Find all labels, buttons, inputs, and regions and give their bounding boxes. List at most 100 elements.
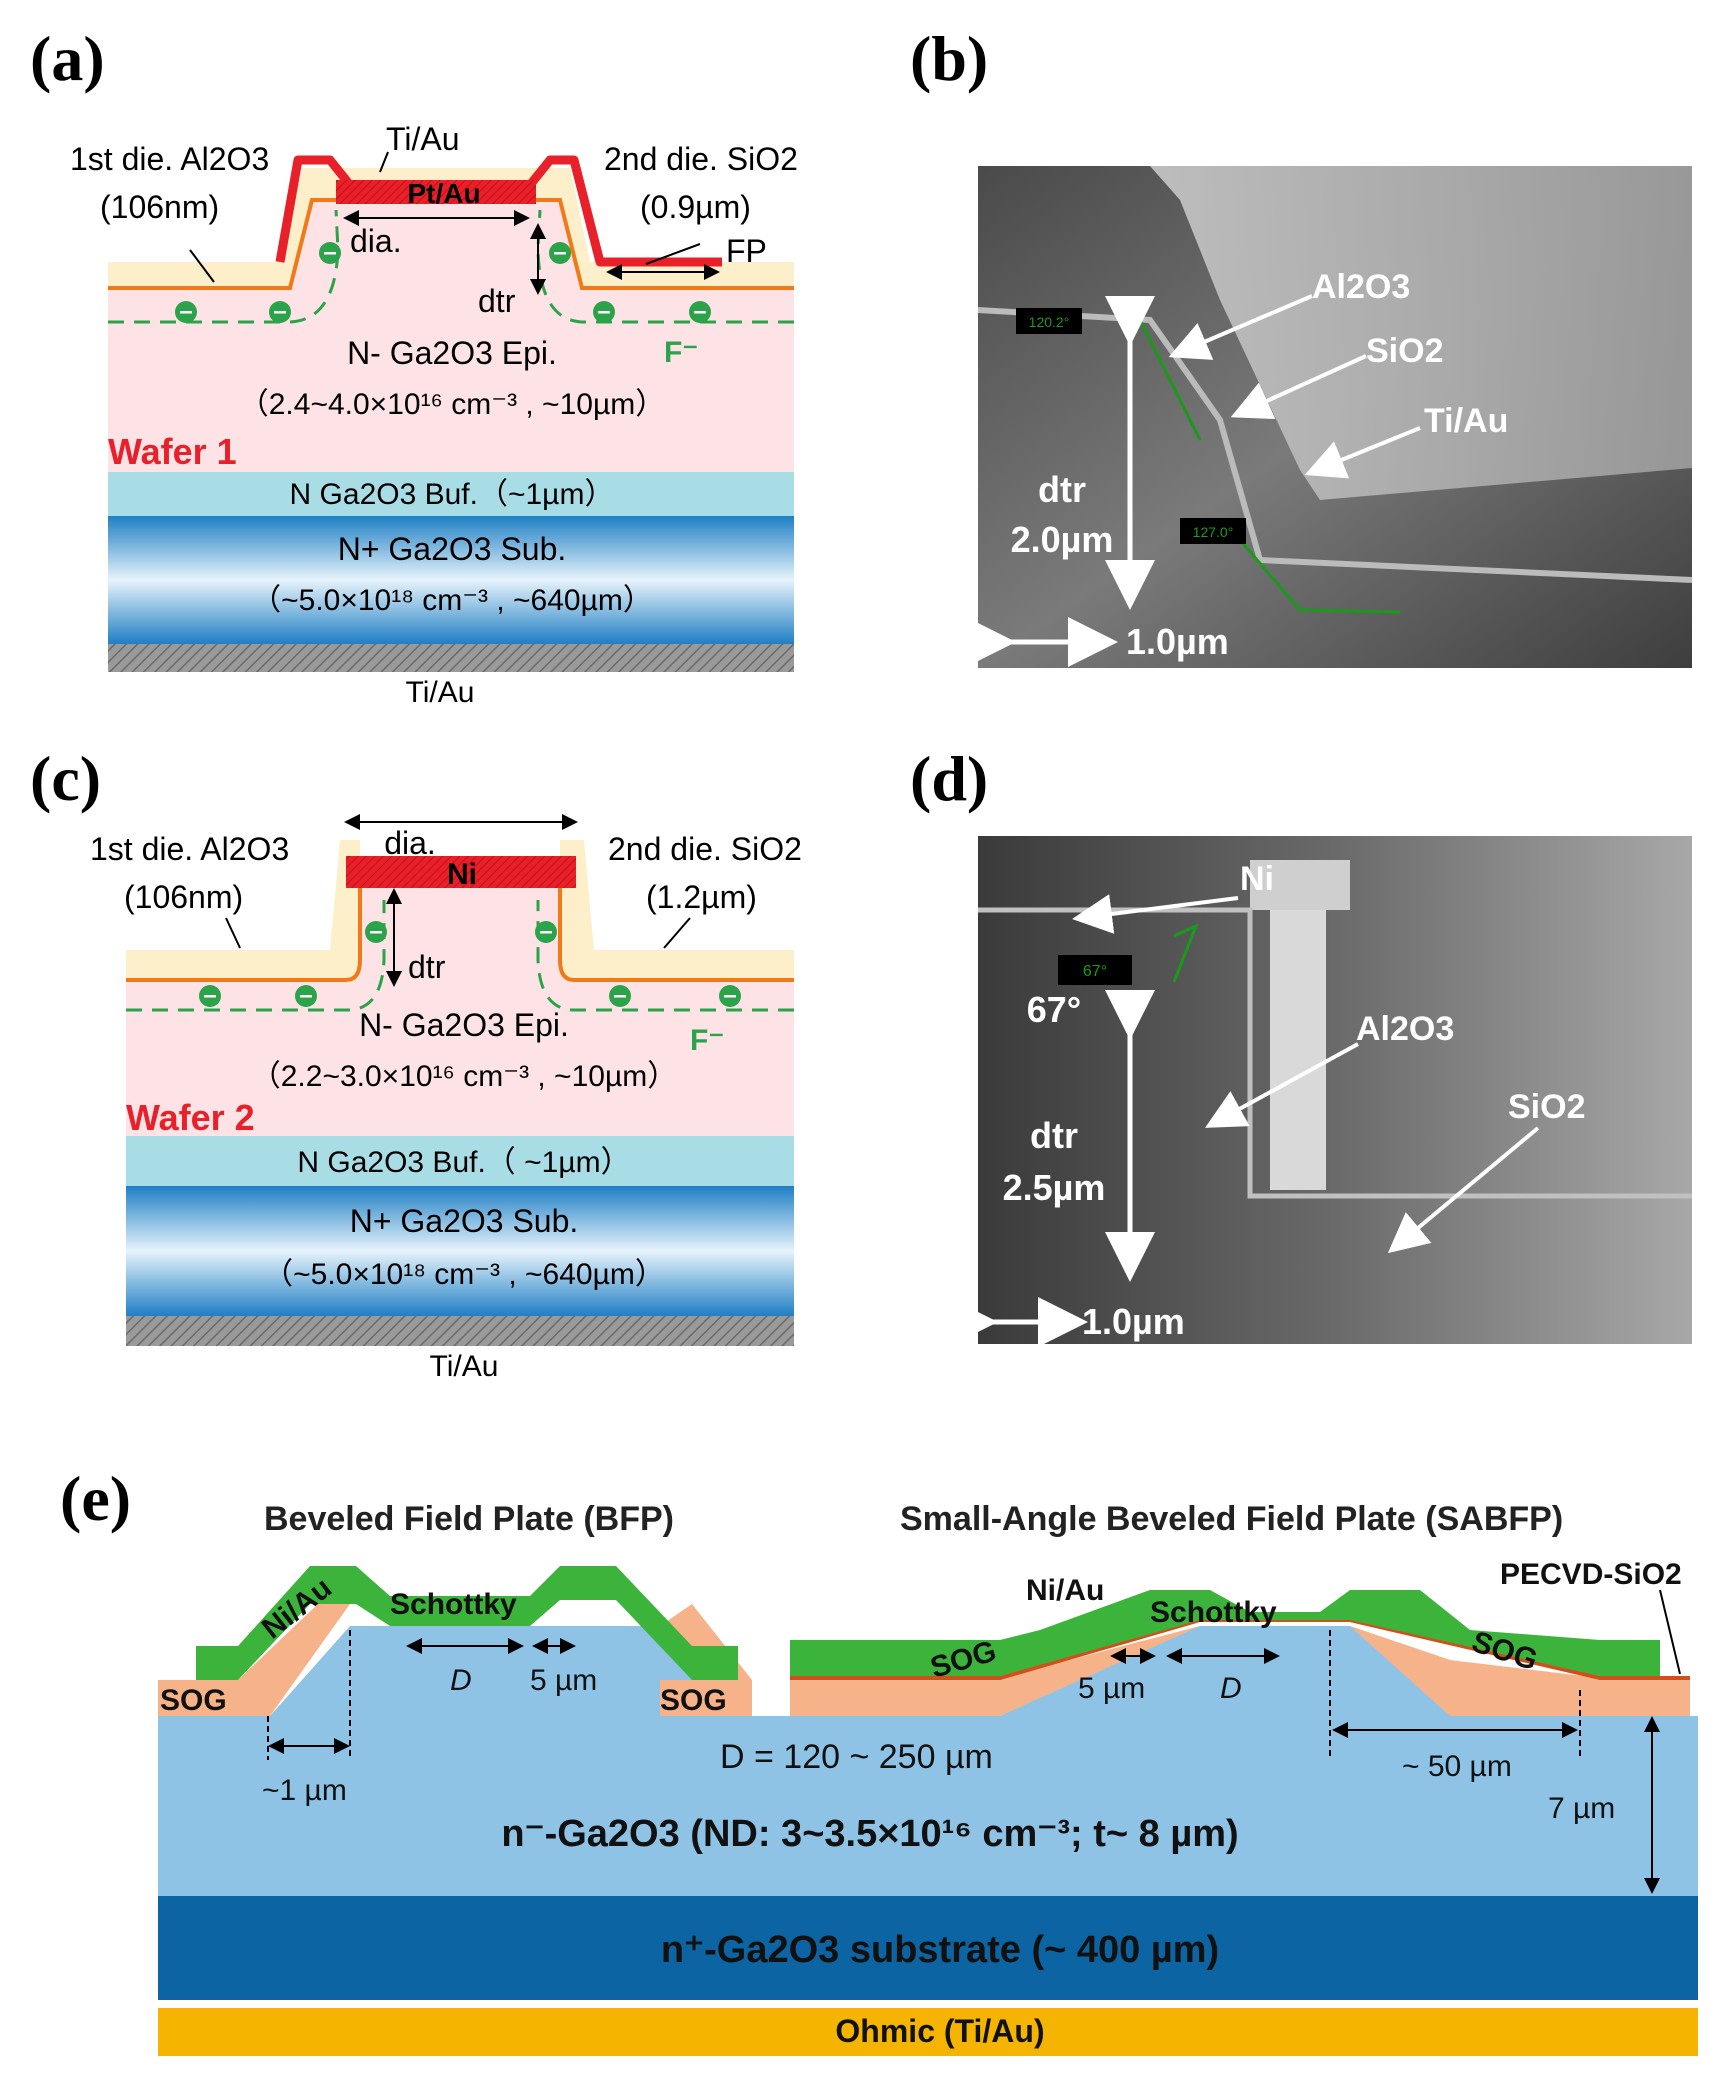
sabfp-schottky-label: Schottky [1150,1596,1277,1629]
angle-value-2: 127.0° [1193,524,1234,540]
layer2-thickness: (0.9µm) [640,189,751,225]
fifty-um-label: ~ 50 µm [1402,1750,1512,1783]
panel-d: (d) 67° 67° Ni Al2O3 SiO2 dtr 2.5µm 1.0µ… [910,743,1692,1347]
panel-letter-e: (e) [60,1463,131,1534]
angle-box-2 [1180,518,1246,544]
ti-au-leader [379,151,389,173]
bfp-sog-right-label: SOG [660,1684,727,1717]
sabfp-sog-left [790,1626,1200,1716]
buffer-layer-c [126,1136,794,1186]
arrow-sio2-d [1387,1126,1540,1254]
panel-c: (c) Ni 1st die. Al2O3 (106nm) dia. 2nd d… [30,743,802,1383]
wafer-label-c: Wafer 2 [126,1097,255,1138]
layer2-thickness-c: (1.2µm) [646,879,757,915]
sabfp-5um-label: 5 µm [1078,1672,1145,1705]
scale-label-d: 1.0µm [1082,1301,1185,1342]
back-contact-label: Ti/Au [406,676,475,709]
layer1-name-c: 1st die. Al2O3 [90,831,289,867]
panel-letter-b: (b) [910,23,988,94]
drift-label: n⁻-Ga2O3 (ND: 3~3.5×10¹⁶ cm⁻³; t~ 8 µm) [501,1813,1238,1855]
top-metal-label: Ti/Au [386,121,460,157]
dtr-label: dtr [478,283,516,319]
epi-layer [108,300,794,472]
epi-spec: （2.4~4.0×10¹⁶ cm⁻³ , ~10µm） [239,388,665,421]
angle-box-value-d: 67° [1083,963,1107,980]
buffer-label-c: N Ga2O3 Buf.（ ~1µm） [297,1146,630,1179]
anode-label-c: Ni [447,858,477,891]
panel-e: (e) Beveled Field Plate (BFP) Small-Angl… [60,1463,1698,2056]
sem-label-ni: Ni [1240,860,1274,898]
fluorine-ion-markers-c [199,921,741,1007]
al2o3-leader-c [225,917,241,949]
substrate-layer-c [126,1186,794,1316]
panel-letter-c: (c) [30,743,101,814]
angle-value-1: 120.2° [1029,314,1070,330]
layer2-name: 2nd die. SiO2 [604,141,798,177]
mesa [108,200,794,300]
angle-box-d [1058,955,1132,985]
sem-label-sio2: SiO2 [1366,332,1443,370]
sem-edge-b [977,307,1693,583]
drift-layer [158,1716,1698,1896]
bfp-d-label: D [450,1664,472,1697]
al2o3-leader [189,249,215,283]
sio2-leader-c [663,917,691,949]
panel-b: (b) 120.2° 127.0° Al2O3 SiO2 Ti/Au dtr 2… [910,23,1693,668]
substrate-gap-e [158,2000,1698,2008]
layer1-thickness-c: (106nm) [124,879,243,915]
bfp-title: Beveled Field Plate (BFP) [264,1500,674,1538]
pecvd-leader [1659,1589,1681,1675]
ohmic-label: Ohmic (Ti/Au) [835,2013,1044,2049]
fp-label: FP [726,233,767,269]
depletion-line-left-c [126,900,386,1012]
angle-line-2 [1238,539,1401,614]
substrate-layer-e [158,1896,1698,2000]
sem-label-al2o3: Al2O3 [1312,268,1410,306]
bfp-5um-label: 5 µm [530,1664,597,1697]
layer2-name-c: 2nd die. SiO2 [608,831,802,867]
back-contact-layer [108,644,794,672]
sabfp-title: Small-Angle Beveled Field Plate (SABFP) [900,1500,1563,1538]
sem-label-al2o3-d: Al2O3 [1356,1010,1454,1048]
scale-label-b: 1.0µm [1126,621,1229,662]
buffer-layer [108,472,794,516]
substrate-label: N+ Ga2O3 Sub. [338,531,567,567]
dielectric-2-layer-c [126,840,794,980]
sem-label-sio2-d: SiO2 [1508,1088,1585,1126]
sabfp-metal-label: Ni/Au [1026,1574,1104,1607]
arrow-sio2-b [1230,354,1367,420]
sabfp-d-label: D [1220,1672,1242,1705]
epi-layer-c [126,990,794,1136]
dtr-value-b: 2.0µm [1011,519,1114,560]
sabfp-metal [790,1590,1660,1676]
anode-label: Pt/Au [407,178,480,209]
sio2-leader [645,243,701,265]
fluorine-label: F⁻ [664,336,698,369]
bfp-sog-right-foot [660,1680,752,1716]
one-um-label: ~1 µm [262,1774,347,1807]
epi-label: N- Ga2O3 Epi. [347,335,557,371]
sem-pillar-d [1270,900,1326,1190]
dia-label-c: dia. [384,825,436,861]
bfp-schottky-label: Schottky [390,1588,517,1621]
sem-film-b [978,166,1692,500]
ohmic-layer [158,2008,1698,2056]
substrate-spec: （~5.0×10¹⁸ cm⁻³ , ~640µm） [251,584,653,617]
epi-spec-c: （2.2~3.0×10¹⁶ cm⁻³ , ~10µm） [251,1060,677,1093]
anode-metal-c [346,856,576,888]
substrate-layer [108,516,794,644]
arrow-ni-d [1072,894,1239,934]
angle-box-1 [1016,308,1082,334]
arrow-tiau-b [1304,426,1421,479]
buffer-label: N Ga2O3 Buf.（~1µm） [290,478,615,511]
anode-metal [336,180,536,204]
panel-letter-a: (a) [30,23,105,94]
epi-label-c: N- Ga2O3 Epi. [359,1007,569,1043]
bfp-sog-left-foot [158,1680,242,1716]
pecvd-label: PECVD-SiO2 [1500,1558,1682,1591]
fluorine-ion-markers [175,242,711,323]
panel-a: (a) Pt/Au 1st d [30,23,798,709]
dtr-value-d: 2.5µm [1003,1167,1106,1208]
sabfp-sog-right [1350,1626,1690,1716]
